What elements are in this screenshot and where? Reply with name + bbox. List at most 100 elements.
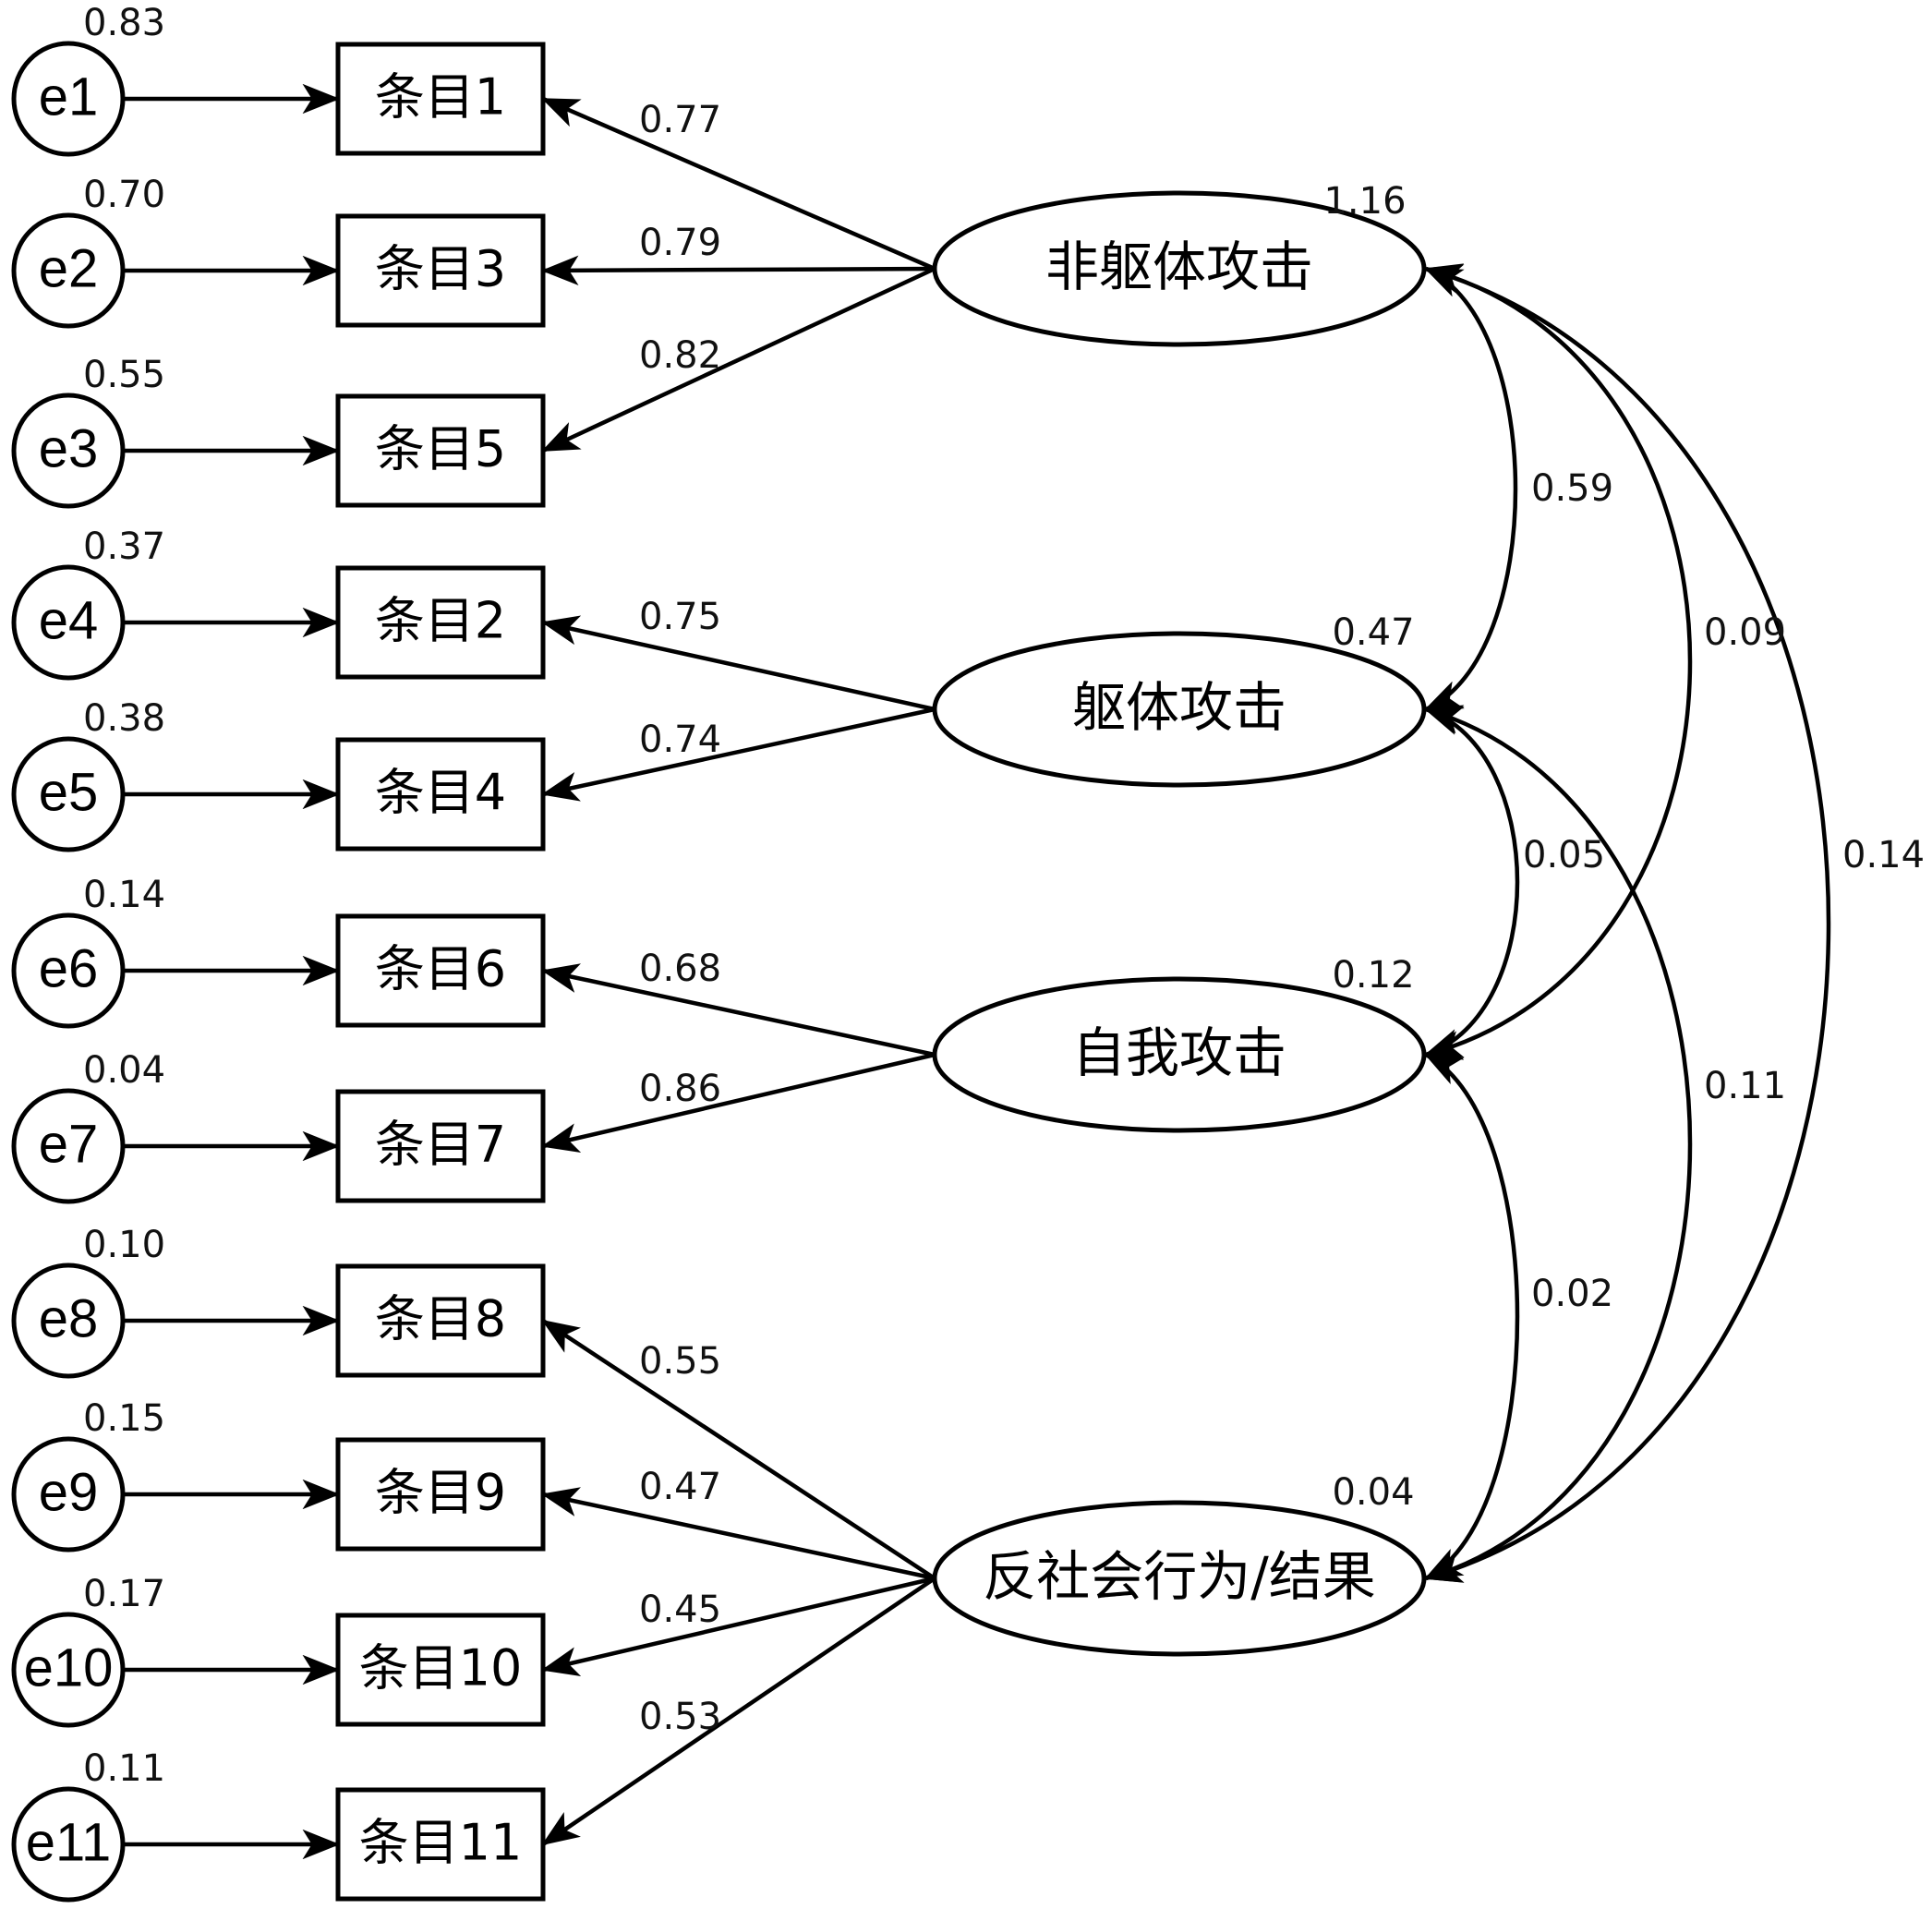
covariance-label: 0.09 [1704,611,1786,654]
loading-label: 0.77 [639,99,721,141]
covariance-label: 0.05 [1523,834,1605,876]
error-label: e8 [39,1288,99,1348]
latent-ellipse [932,631,1427,788]
latent-ellipse [932,1500,1427,1657]
latent-factor-f3 [932,976,1427,1133]
loading-path [541,963,936,1057]
loading-label: 0.82 [639,334,721,377]
indicator-rect [335,213,546,328]
error-term-e9 [11,1436,126,1553]
error-variance-label: 0.14 [83,874,165,916]
error-term-e7 [11,1088,126,1204]
loading-label: 0.86 [639,1068,721,1110]
indicator-box [335,213,546,328]
loading-path [541,266,936,453]
loading-path [541,1577,936,1846]
latent-factor-f1 [932,190,1427,347]
error-term-e5 [11,736,126,852]
indicator-box [335,42,546,156]
error-circle [11,564,126,681]
indicator-box [335,393,546,508]
indicator-rect [335,1787,546,1902]
indicator-rect [335,393,546,508]
loading-label: 0.55 [639,1340,721,1383]
loading-label: 0.68 [639,948,721,990]
error-circle [11,736,126,852]
error-circle [11,1263,126,1379]
latent-factor-label: 自我攻击 [1072,1021,1286,1084]
indicator-label: 条目2 [375,592,506,650]
error-term-e2 [11,212,126,329]
latent-ellipse [932,190,1427,347]
loading-label: 0.47 [639,1466,721,1508]
loading-path [541,1487,936,1581]
loading-label: 0.45 [639,1589,721,1631]
loading-path [541,96,936,272]
indicator-rect [335,1263,546,1378]
error-variance-label: 0.15 [83,1397,165,1440]
error-variance-label: 0.04 [83,1049,165,1092]
error-label: e9 [39,1462,99,1522]
indicator-label: 条目7 [375,1116,506,1174]
indicator-rect [335,737,546,852]
error-variance-label: 0.38 [83,697,165,740]
error-circle [11,393,126,509]
error-circle [11,212,126,329]
indicator-box [335,1787,546,1902]
loading-label: 0.74 [639,719,721,761]
error-circle [11,41,126,157]
error-circle [11,1612,126,1728]
error-variance-label: 0.83 [83,2,165,44]
latent-ellipse [932,976,1427,1133]
loading-path [541,707,936,802]
error-label: e2 [39,238,99,298]
edges-layer [123,83,1831,1860]
indicator-label: 条目4 [375,764,506,822]
indicator-rect [335,1613,546,1727]
latent-factor-label: 非躯体攻击 [1045,236,1313,298]
error-circle [11,1786,126,1903]
error-term-e10 [11,1612,126,1728]
loading-label: 0.53 [639,1696,721,1738]
latent-variance-label: 0.04 [1332,1471,1414,1514]
indicator-box [335,1089,546,1203]
loading-path [541,1319,936,1580]
error-circle [11,912,126,1029]
indicator-rect [335,565,546,680]
indicator-rect [335,1437,546,1552]
indicator-label: 条目8 [375,1290,506,1348]
loading-label: 0.79 [639,222,721,264]
error-term-e4 [11,564,126,681]
indicator-label: 条目1 [375,68,506,127]
indicator-box [335,1613,546,1727]
loading-path [540,255,936,286]
covariance-label: 0.14 [1842,834,1925,876]
loading-path [541,615,936,712]
indicator-box [335,913,546,1028]
latent-variance-label: 0.47 [1332,611,1414,654]
indicator-box [335,1437,546,1552]
indicator-rect [335,913,546,1028]
error-label: e3 [39,418,99,478]
error-label: e1 [39,66,99,127]
error-circle [11,1088,126,1204]
error-label: e7 [39,1114,99,1174]
error-variance-label: 0.10 [83,1224,165,1266]
covariance-path-f1-f4 [1424,264,1831,1583]
indicator-rect [335,1089,546,1203]
indicator-label: 条目6 [375,940,506,998]
covariance-path-f1-f3 [1424,263,1693,1060]
latent-variance-label: 0.12 [1332,954,1414,997]
indicator-label: 条目10 [359,1639,523,1698]
covariance-label: 0.11 [1704,1065,1786,1107]
latent-variance-label: 1.16 [1323,180,1406,223]
loading-path [541,1576,936,1677]
covariance-label: 0.02 [1531,1273,1613,1315]
error-variance-label: 0.37 [83,526,165,568]
error-term-e8 [11,1263,126,1379]
covariance-path-f1-f2 [1424,266,1518,712]
error-term-e11 [11,1786,126,1903]
indicator-label: 条目11 [359,1814,523,1872]
